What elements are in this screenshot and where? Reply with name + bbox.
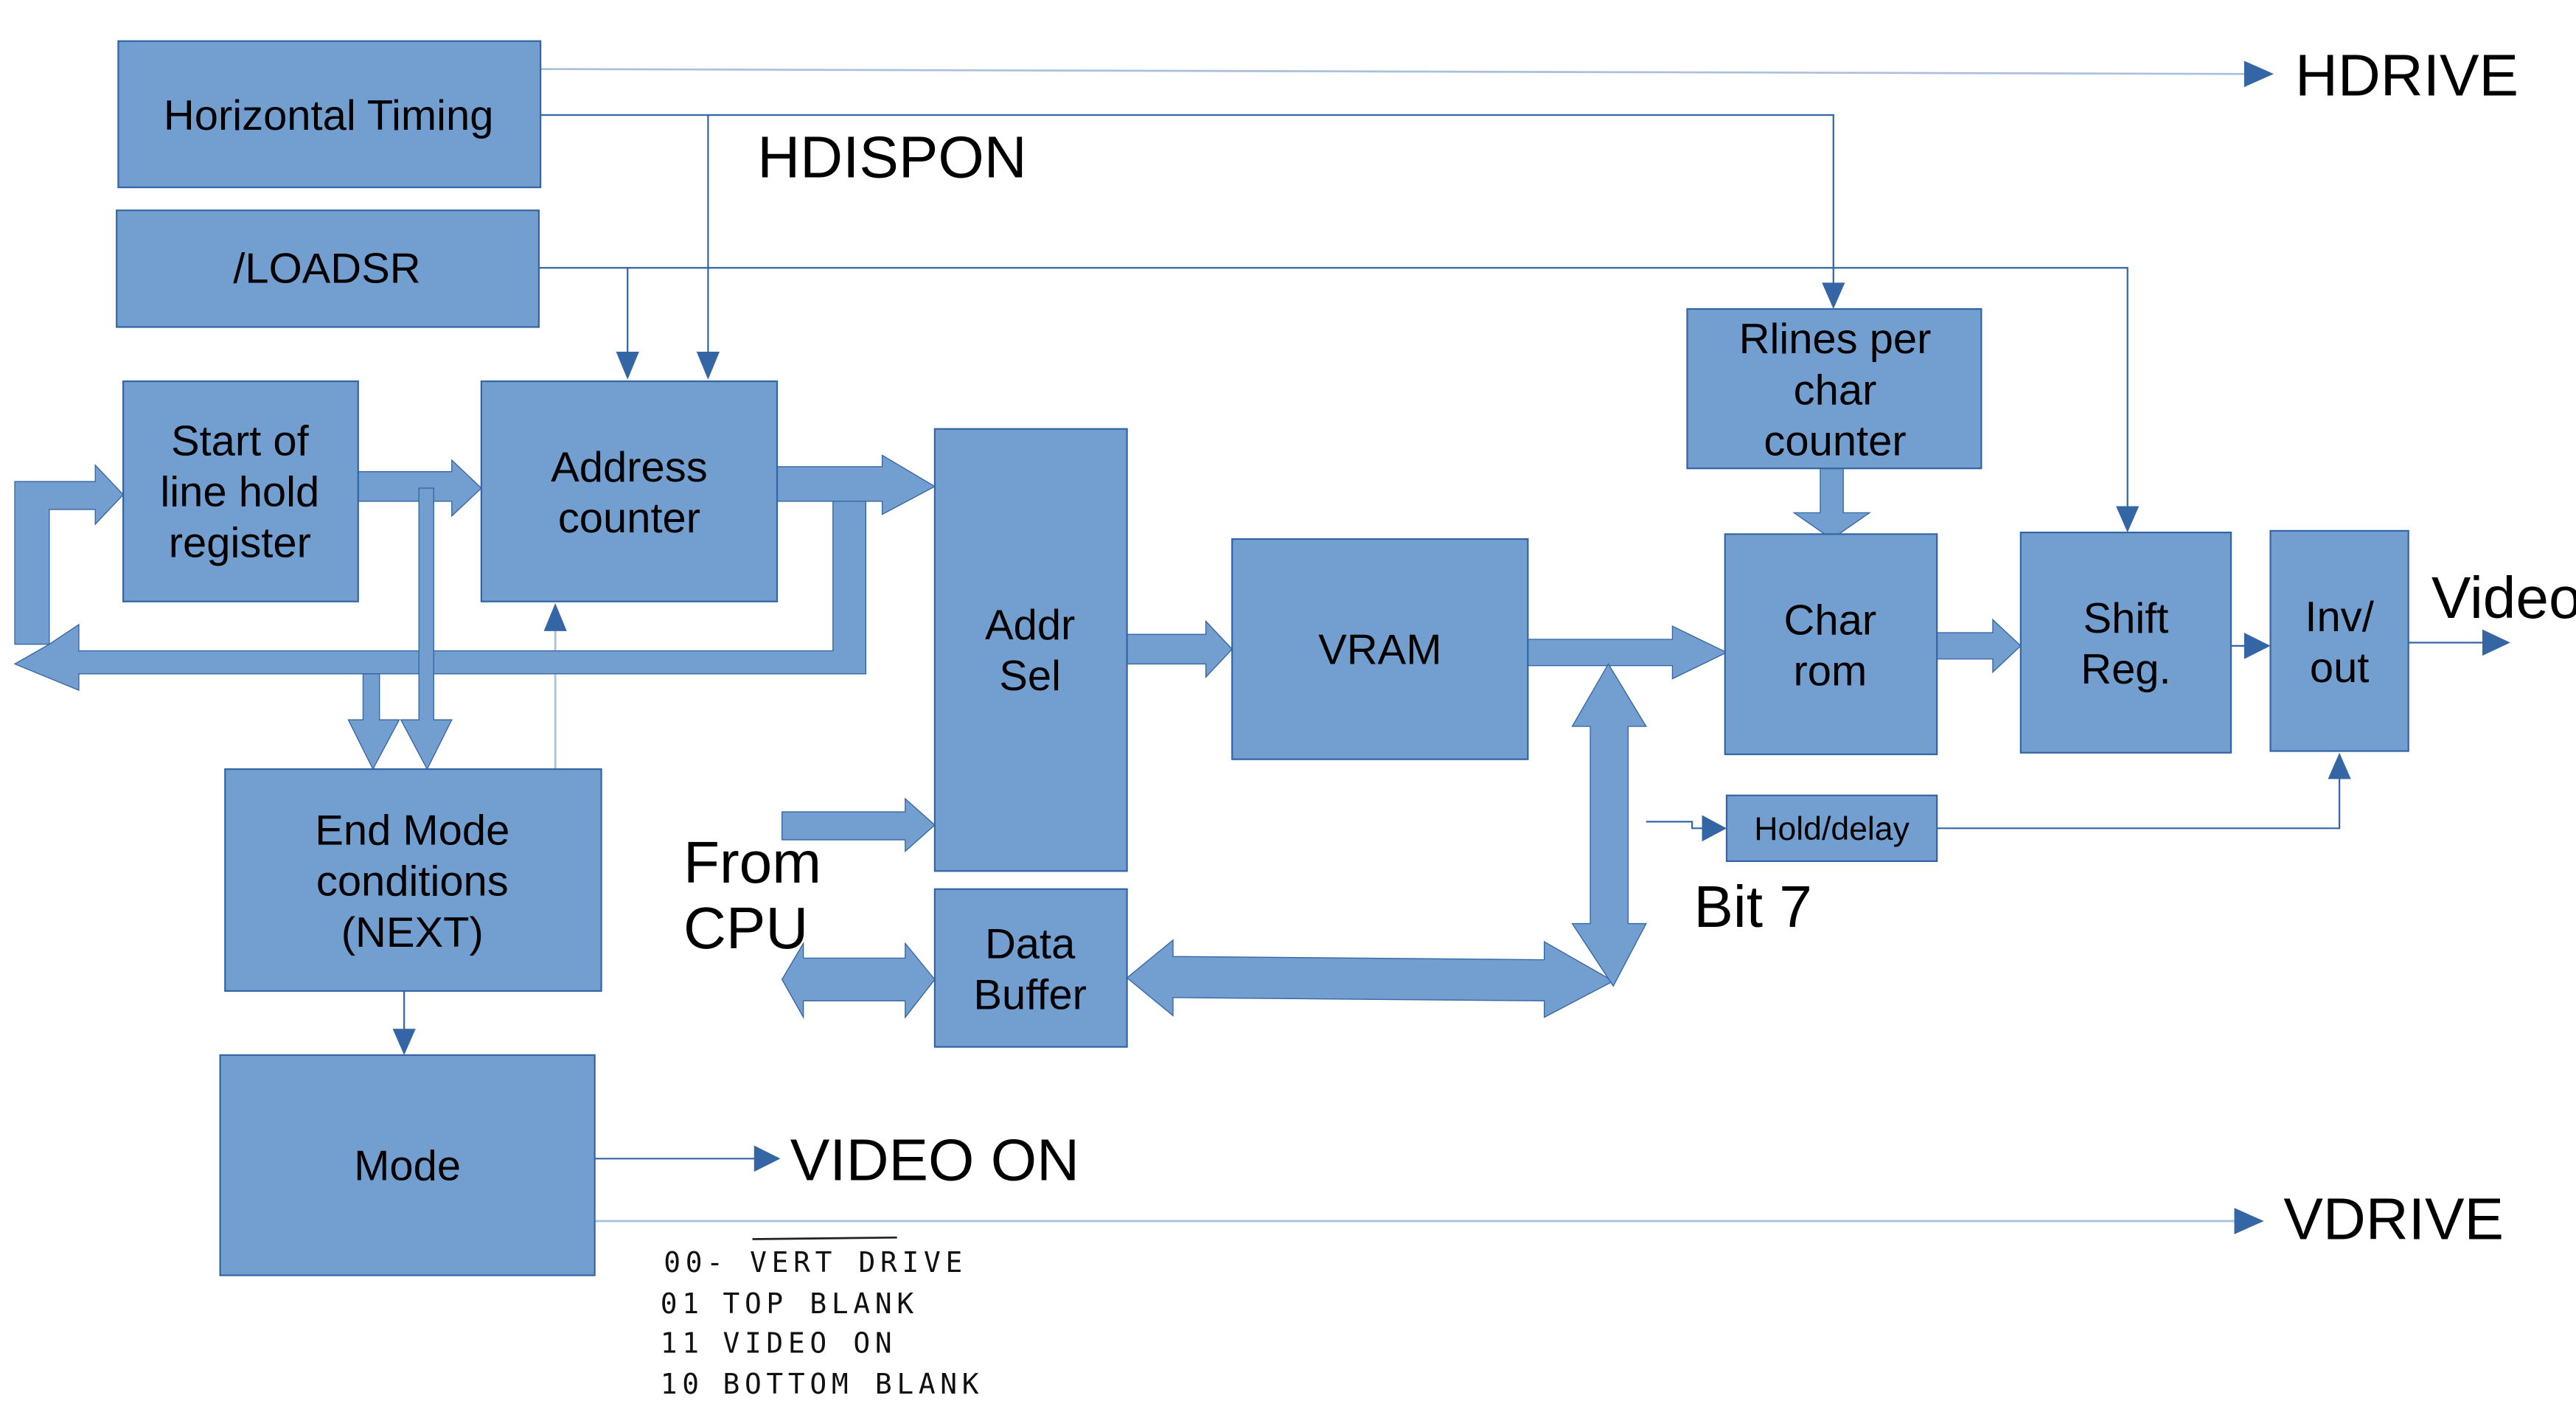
from-cpu-label-1: From [683,829,821,895]
rlines-to-charrom-bus-arrow [1792,467,1871,540]
hdispon-wire [540,114,1834,286]
inv-input-arrowhead-icon [2243,633,2271,659]
addr-sel-label-1: Addr [985,602,1075,649]
data-buffer-block: Data Buffer [933,888,1128,1048]
data-buffer-label-2: Buffer [973,971,1087,1018]
start-of-line-label-2: line hold [160,468,319,515]
char-rom-label-2: rom [1793,647,1867,695]
addr-sel-block: Addr Sel [933,428,1128,872]
rlines-label-1: Rlines per [1739,316,1932,363]
note-text-3: BOTTOM BLANK [723,1368,984,1400]
hold-to-inv-wire [1937,775,2341,830]
shift-reg-label-2: Reg. [2081,646,2171,693]
address-counter-label-1: Address [551,444,708,491]
vram-to-charrom-bus-arrow [1527,625,1728,680]
note-code-0: 00 [664,1246,707,1279]
rlines-input-arrowhead-icon [1822,282,1845,310]
note-text-2: VIDEO ON [723,1327,897,1359]
inv-out-label-2: out [2310,644,2370,692]
feedback-to-endmode-bus-arrow [347,673,400,771]
inv-hold-arrowhead-icon [2328,752,2351,779]
horizontal-timing-label: Horizontal Timing [164,92,494,139]
loadsr-wire [538,267,2128,510]
cpu-to-addrsel-bus-arrow [781,797,936,853]
vram-data-vertical-bus-arrow [1571,663,1647,987]
address-counter-block: Address counter [480,380,779,602]
video-label: Video [2431,564,2576,630]
start-of-line-label-1: Start of [171,417,310,465]
vram-label: VRAM [1318,626,1441,673]
inv-out-block: Inv/ out [2269,529,2409,752]
start-of-line-input-bus-arrow [14,464,125,645]
hdrive-arrowhead-icon [2243,60,2274,88]
mode-notes: 00 - VERT DRIVE 01 TOP BLANK 11 VIDEO ON… [661,1236,984,1400]
address-loadsr-arrowhead-icon [616,351,639,380]
end-mode-block: End Mode conditions (NEXT) [224,768,602,992]
start-of-line-block: Start of line hold register [122,380,359,602]
start-of-line-label-3: register [169,520,311,567]
note-underline [752,1236,897,1240]
sol-to-endmode-bus-arrow [400,487,453,771]
address-counter-label-2: counter [558,495,700,542]
addr-sel-label-2: Sel [999,653,1061,700]
mode-block: Mode [219,1054,596,1276]
vram-block: VRAM [1231,538,1529,760]
bit7-label: Bit 7 [1693,873,1812,939]
hold-input-arrowhead-icon [1702,815,1727,842]
address-to-addrsel-bus-arrow [776,454,936,515]
addrsel-to-vram-bus-arrow [1126,619,1233,678]
end-mode-label-2: conditions [316,858,509,905]
char-rom-block: Char rom [1724,533,1938,756]
bit7-wire [1646,821,1705,830]
vdrive-label: VDRIVE [2283,1186,2504,1252]
charrom-to-shift-bus-arrow [1936,618,2022,674]
rlines-block: Rlines per char counter [1686,307,1983,470]
address-endmode-arrowhead-icon [543,602,567,631]
end-mode-label-3: (NEXT) [341,909,484,956]
data-buffer-label-1: Data [985,920,1076,967]
rlines-label-2: char [1794,366,1877,414]
video-on-arrowhead-icon [753,1145,781,1172]
end-mode-label-1: End Mode [315,807,509,855]
note-code-1: 01 [661,1287,704,1320]
inv-out-label-1: Inv/ [2305,594,2374,641]
video-arrowhead-icon [2482,629,2510,656]
hdrive-label: HDRIVE [2295,41,2518,108]
rlines-label-3: counter [1764,417,1906,465]
shift-reg-block: Shift Reg. [2019,532,2232,754]
loadsr-label: /LOADSR [233,245,420,292]
hdrive-wire [540,68,2248,75]
horizontal-timing-block: Horizontal Timing [117,40,542,189]
databuffer-bus-arrow [1126,939,1615,1018]
vdrive-arrowhead-icon [2234,1208,2264,1234]
mode-label: Mode [354,1142,461,1189]
address-hdispon-arrowhead-icon [696,351,720,380]
video-on-label: VIDEO ON [790,1126,1079,1192]
note-text-1: TOP BLANK [723,1287,918,1320]
note-code-3: 10 [661,1368,704,1400]
mode-input-arrowhead-icon [392,1029,416,1055]
hdispon-label: HDISPON [757,124,1026,190]
note-code-2: 11 [661,1327,704,1359]
note-text-0: - VERT DRIVE [706,1246,967,1279]
hold-delay-block: Hold/delay [1725,794,1938,863]
from-cpu-label-2: CPU [683,894,808,961]
char-rom-label-1: Char [1784,597,1877,644]
hold-delay-label: Hold/delay [1754,811,1910,847]
shift-reg-loadsr-arrowhead-icon [2116,506,2140,533]
loadsr-block: /LOADSR [116,209,540,328]
shift-reg-label-1: Shift [2083,595,2168,642]
